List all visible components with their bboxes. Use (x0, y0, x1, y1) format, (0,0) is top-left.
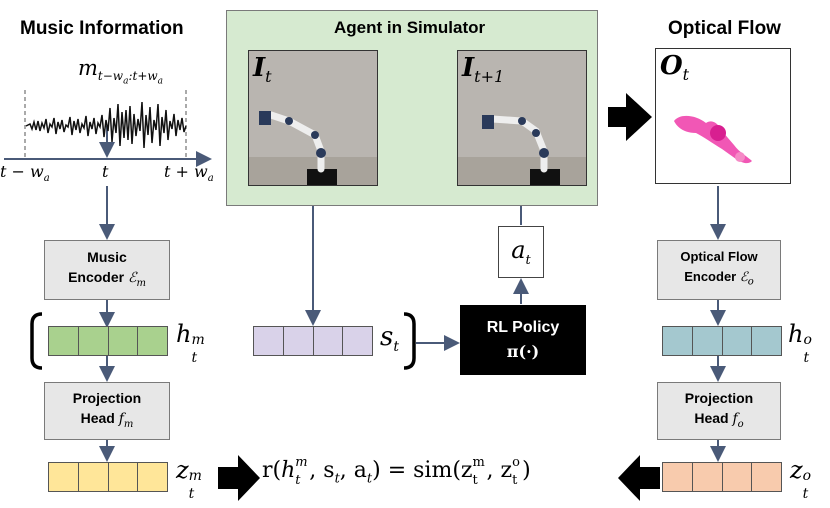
tick-left-label: t − wa (0, 162, 50, 185)
state-vector (253, 326, 373, 356)
music-z-vector (48, 462, 168, 492)
flow-blob (674, 115, 752, 164)
optical-flow-frame: Ot (655, 48, 791, 184)
flow-projection-box: Projection Head fo (657, 382, 781, 440)
music-encoder-line1: Music (87, 248, 127, 265)
music-encoder-box: Music Encoder ℰm (44, 240, 170, 300)
tick-mid-label: t (102, 162, 109, 181)
flow-feature-vector (662, 326, 782, 356)
big-arrow-sim-to-flow (608, 93, 652, 141)
music-feature-vector (48, 326, 168, 356)
frame-current: It (248, 50, 378, 186)
frame-next-label: It+1 (462, 53, 505, 87)
music-title: Music Information (20, 18, 184, 39)
music-waveform (25, 101, 187, 149)
robot-arm-icon (259, 111, 337, 185)
music-window-label: mt−wa:t+wa (78, 56, 164, 87)
flow-frame-label: Ot (660, 51, 690, 85)
simulator-title: Agent in Simulator (334, 18, 486, 37)
state-label: st (380, 322, 399, 356)
music-projection-box: Projection Head fm (44, 382, 170, 440)
big-arrow-zo-to-reward (618, 455, 660, 501)
flow-z-vector (662, 462, 782, 492)
flow-encoder-box: Optical Flow Encoder ℰo (657, 240, 781, 300)
bracket-right (403, 312, 416, 370)
big-arrow-zm-to-reward (218, 455, 260, 501)
rl-policy-box: RL Policy π(·) (460, 305, 586, 375)
bracket-left (30, 312, 43, 370)
robot-arm-icon (482, 115, 560, 185)
music-encoder-line2: Encoder ℰm (68, 268, 146, 289)
flow-title: Optical Flow (668, 18, 781, 39)
action-box: at (498, 226, 544, 278)
frame-current-label: It (253, 53, 272, 87)
tick-right-label: t + wa (164, 162, 214, 185)
frame-next: It+1 (457, 50, 587, 186)
